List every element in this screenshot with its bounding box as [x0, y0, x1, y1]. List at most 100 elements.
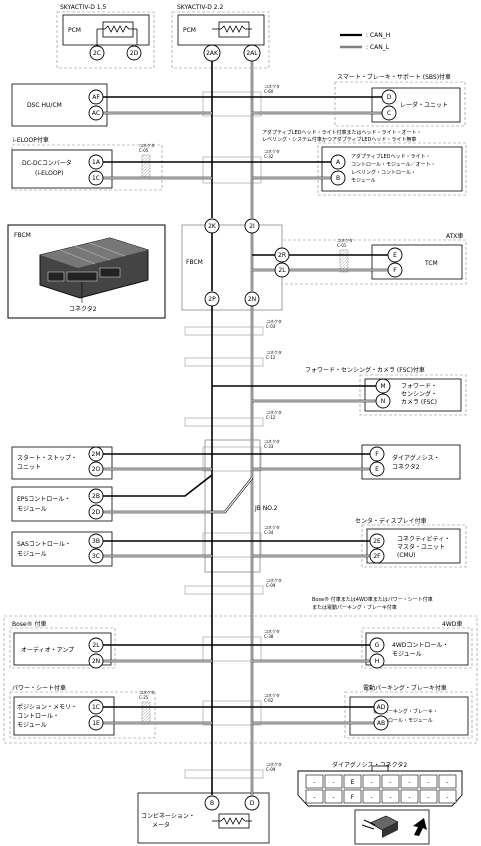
eps-branch-can-h	[96, 474, 213, 497]
svg-text:F: F	[393, 267, 397, 274]
svg-text:コネクタ: コネクタ	[266, 409, 282, 415]
group-label-bose-1: Bose® 付車または4WD車またはパワー・シート付車	[312, 596, 433, 603]
group-label-led-2: レベリング・システム付車かつアダプティブLEDヘッド・ライト無車	[262, 136, 416, 143]
svg-text:コネクタ: コネクタ	[264, 438, 280, 444]
group-label-fsc: フォワード・センシング・カメラ (FSC)付車	[305, 366, 425, 374]
pin-led-can-l: B	[330, 170, 346, 186]
svg-text:2F: 2F	[373, 553, 381, 560]
fbcm-photo-connector-label: コネクタ2	[69, 305, 97, 313]
svg-text:-: -	[446, 794, 448, 801]
group-frame-sbs	[334, 81, 466, 127]
group-label-4wd-sub: 4WD車	[442, 620, 462, 628]
sas-label-1: SASコントロール・	[17, 541, 71, 548]
svg-text:1C: 1C	[92, 175, 100, 182]
startstop-label-2: ユニット	[17, 464, 41, 471]
svg-text:B: B	[336, 175, 340, 182]
svg-text:C-05: C-05	[139, 148, 149, 153]
svg-text:H: H	[375, 658, 380, 665]
svg-text:2N: 2N	[92, 658, 100, 665]
svg-text:2P: 2P	[208, 296, 216, 303]
svg-text:3C: 3C	[92, 553, 100, 560]
fbcm-label: FBCM	[186, 259, 203, 266]
dsc-box	[11, 83, 108, 127]
fsc-label-1: フォワード・	[401, 383, 437, 390]
pcm2-box	[177, 14, 265, 46]
svg-text:AC: AC	[92, 110, 100, 117]
pcm1-termination-resistor	[96, 21, 138, 45]
svg-text:M: M	[380, 383, 385, 390]
svg-text:C-62: C-62	[264, 698, 274, 703]
pin-awd-can-l: H	[369, 653, 385, 669]
svg-text:コネクタ: コネクタ	[266, 577, 282, 583]
svg-text:C-25: C-25	[139, 695, 149, 700]
svg-text:C-09: C-09	[266, 583, 276, 588]
svg-text:3B: 3B	[92, 538, 100, 545]
svg-text:2N: 2N	[248, 296, 256, 303]
svg-text:2L: 2L	[92, 642, 100, 649]
svg-text:2O: 2O	[92, 466, 101, 473]
svg-text:2R: 2R	[278, 252, 286, 259]
svg-text:2K: 2K	[208, 223, 217, 230]
awd-label-2: モジュール	[392, 651, 422, 658]
svg-text:F: F	[375, 451, 379, 458]
pin-fsc-can-l: N	[375, 393, 391, 409]
pin-meter-can-h: B	[204, 795, 220, 811]
svg-text:-: -	[370, 794, 372, 801]
led-label-2: コントロール・モジュール／オート・	[351, 162, 436, 168]
led-label-4: モジュール	[351, 178, 376, 184]
diag-top-row-pin-4: -	[362, 774, 381, 789]
svg-text:-: -	[389, 794, 391, 801]
tcm-box	[371, 244, 463, 280]
group-label-cmu: センタ・ディスプレイ付車	[355, 517, 427, 525]
svg-text:1C: 1C	[92, 704, 100, 711]
svg-text:2C: 2C	[93, 50, 101, 57]
sas-label-2: モジュール	[17, 551, 47, 558]
pin-audio-can-l: 2N	[88, 653, 104, 669]
svg-text:C-09: C-09	[266, 767, 276, 772]
epb-box	[349, 696, 469, 736]
svg-text:C-32: C-32	[264, 154, 274, 159]
svg-text:AF: AF	[92, 94, 100, 101]
pin-epb-can-h: AD	[373, 699, 389, 715]
svg-text:E: E	[375, 466, 379, 473]
pcm1-box	[62, 14, 150, 46]
svg-text:コネクタ: コネクタ	[266, 318, 282, 324]
fbcm-photo-image	[39, 237, 149, 303]
cmu-label-3: (CMU)	[397, 552, 415, 559]
seat-label-2: コントロール・	[17, 713, 59, 720]
meter-termination-resistor	[212, 813, 252, 829]
svg-text:コネクタ: コネクタ	[266, 349, 282, 355]
group-frame-fsc	[359, 374, 467, 416]
svg-text:2D: 2D	[130, 50, 139, 57]
svg-text:D: D	[250, 800, 255, 807]
svg-text:D: D	[387, 94, 392, 101]
fbcm-photo-label: FBCM	[14, 232, 31, 239]
svg-text:2M: 2M	[92, 451, 101, 458]
heading-skyactiv-d22: SKYACTIV-D 2.2	[177, 4, 224, 11]
cmu-label-1: コネクティビティ・	[397, 535, 450, 543]
legend-can-l-label: : CAN_L	[366, 44, 390, 51]
fsc-label-3: カメラ (FSC)	[401, 399, 437, 406]
diag-bottom-row-pin-6: -	[400, 789, 419, 804]
startstop-label-1: スタート・ストップ・	[17, 454, 77, 462]
group-label-bose-sub: Bose® 付車	[12, 620, 47, 628]
group-frame-epb-sub	[344, 691, 473, 739]
pin-fbcm-tcm-can-l: 2L	[274, 262, 290, 278]
svg-text:C-12: C-12	[266, 355, 276, 360]
diag-connector-title: ダイアグノシス・コネクタ2	[332, 761, 407, 769]
group-label-ieloop: i-ELOOP付車	[13, 136, 49, 144]
pin-fbcm-top-can-l: 2I	[244, 218, 260, 234]
svg-text:-: -	[313, 779, 315, 786]
group-label-seat-sub: パワー・シート付車	[12, 684, 66, 692]
pcm1-label: PCM	[68, 27, 81, 34]
fbcm-box	[181, 224, 283, 311]
svg-text:F: F	[351, 794, 355, 801]
diag-top-row-pin-3: E	[343, 774, 362, 789]
can-wires	[96, 45, 395, 795]
